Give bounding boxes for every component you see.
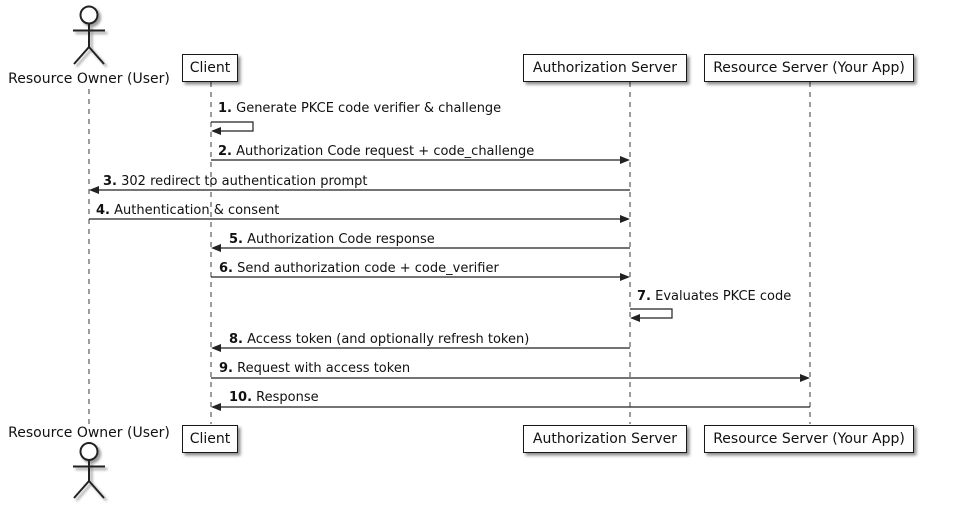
message-6-arrow [211, 273, 630, 281]
message-4-arrow [89, 215, 630, 223]
message-2-arrow [211, 156, 630, 164]
message-10-arrow [211, 403, 810, 411]
participant-client-top: Client [182, 54, 238, 82]
participant-auth-server-top: Authorization Server [523, 54, 687, 82]
participant-auth-server-label: Authorization Server [532, 431, 678, 447]
message-label-6: 6. Send authorization code + code_verifi… [219, 261, 499, 276]
message-label-1: 1. Generate PKCE code verifier & challen… [218, 101, 502, 116]
actor-figure-top [73, 5, 105, 65]
participant-resource-server-bottom: Resource Server (Your App) [704, 425, 914, 453]
participant-resource-server-label: Resource Server (Your App) [713, 60, 905, 76]
message-5-arrow [211, 244, 630, 252]
participant-client-label: Client [189, 60, 231, 76]
message-3-arrow [89, 186, 630, 194]
actor-figure-bottom [73, 442, 105, 499]
message-label-8: 8. Access token (and optionally refresh … [229, 332, 530, 347]
participant-auth-server-label: Authorization Server [532, 60, 678, 76]
message-label-5: 5. Authorization Code response [229, 232, 435, 247]
message-1-arrow [211, 121, 254, 135]
message-9-arrow [211, 374, 810, 382]
message-label-2: 2. Authorization Code request + code_cha… [218, 144, 535, 159]
actor-label-user-bottom: Resource Owner (User) [8, 425, 170, 441]
message-label-10: 10. Response [229, 390, 319, 405]
message-label-9: 9. Request with access token [219, 361, 411, 376]
message-label-7: 7. Evaluates PKCE code [637, 289, 792, 304]
message-7-arrow [630, 308, 673, 322]
message-label-3: 3. 302 redirect to authentication prompt [103, 174, 368, 189]
message-8-arrow [211, 344, 630, 352]
actor-label-user-top: Resource Owner (User) [8, 71, 170, 87]
participant-auth-server-bottom: Authorization Server [523, 425, 687, 453]
participant-resource-server-top: Resource Server (Your App) [704, 54, 914, 82]
participant-client-bottom: Client [182, 425, 238, 453]
participant-resource-server-label: Resource Server (Your App) [713, 431, 905, 447]
participant-client-label: Client [189, 431, 231, 447]
message-label-4: 4. Authentication & consent [96, 203, 280, 218]
